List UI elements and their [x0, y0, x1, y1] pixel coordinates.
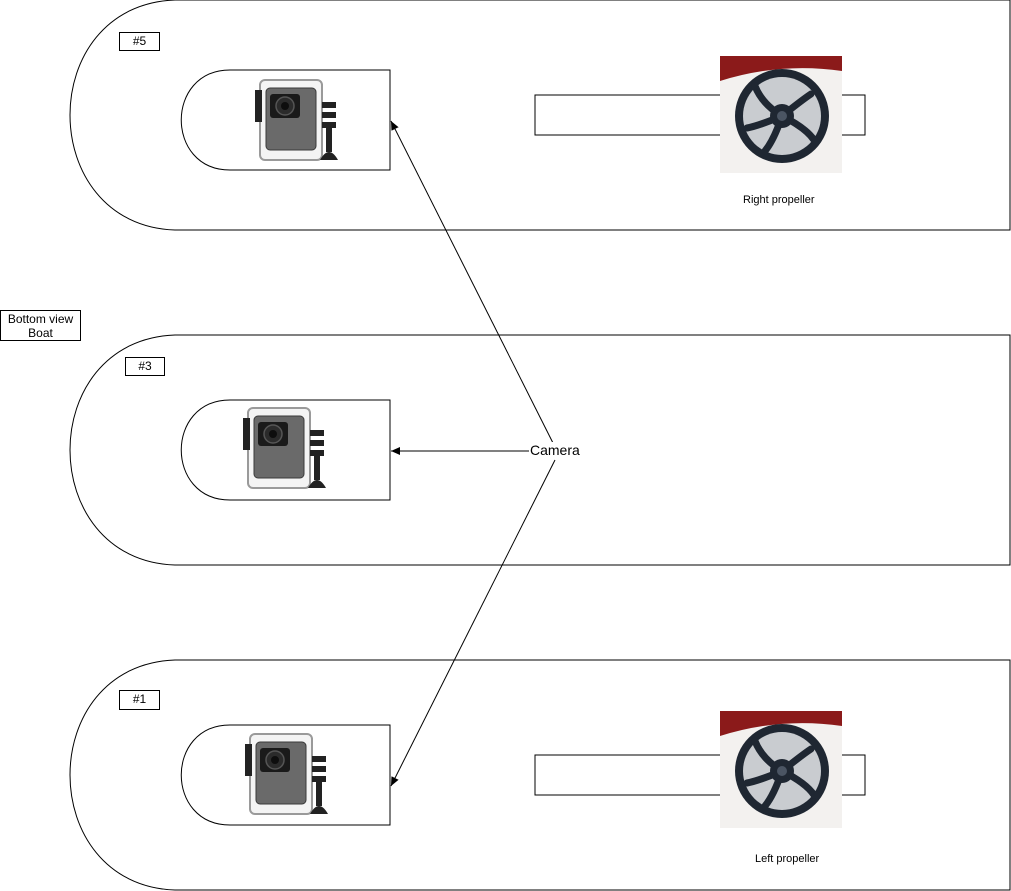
view-label-line-1: Bottom view	[7, 312, 74, 326]
view-label-line-2: Boat	[28, 326, 53, 340]
boat-3-label: #3	[125, 357, 165, 376]
camera-callout-label: Camera	[529, 442, 581, 458]
boat-1-label: #1	[119, 690, 160, 710]
bottom-view-boat-label: Bottom view Boat	[0, 310, 81, 341]
boat-1-propeller-icon	[720, 711, 842, 828]
right-propeller-label: Right propeller	[743, 194, 815, 206]
boat-5-label: #5	[119, 32, 160, 51]
arrow-to-camera-5	[390, 120, 554, 444]
arrow-to-camera-1	[390, 459, 556, 787]
boat-5-propeller-icon	[720, 56, 842, 173]
left-propeller-label: Left propeller	[755, 853, 820, 865]
